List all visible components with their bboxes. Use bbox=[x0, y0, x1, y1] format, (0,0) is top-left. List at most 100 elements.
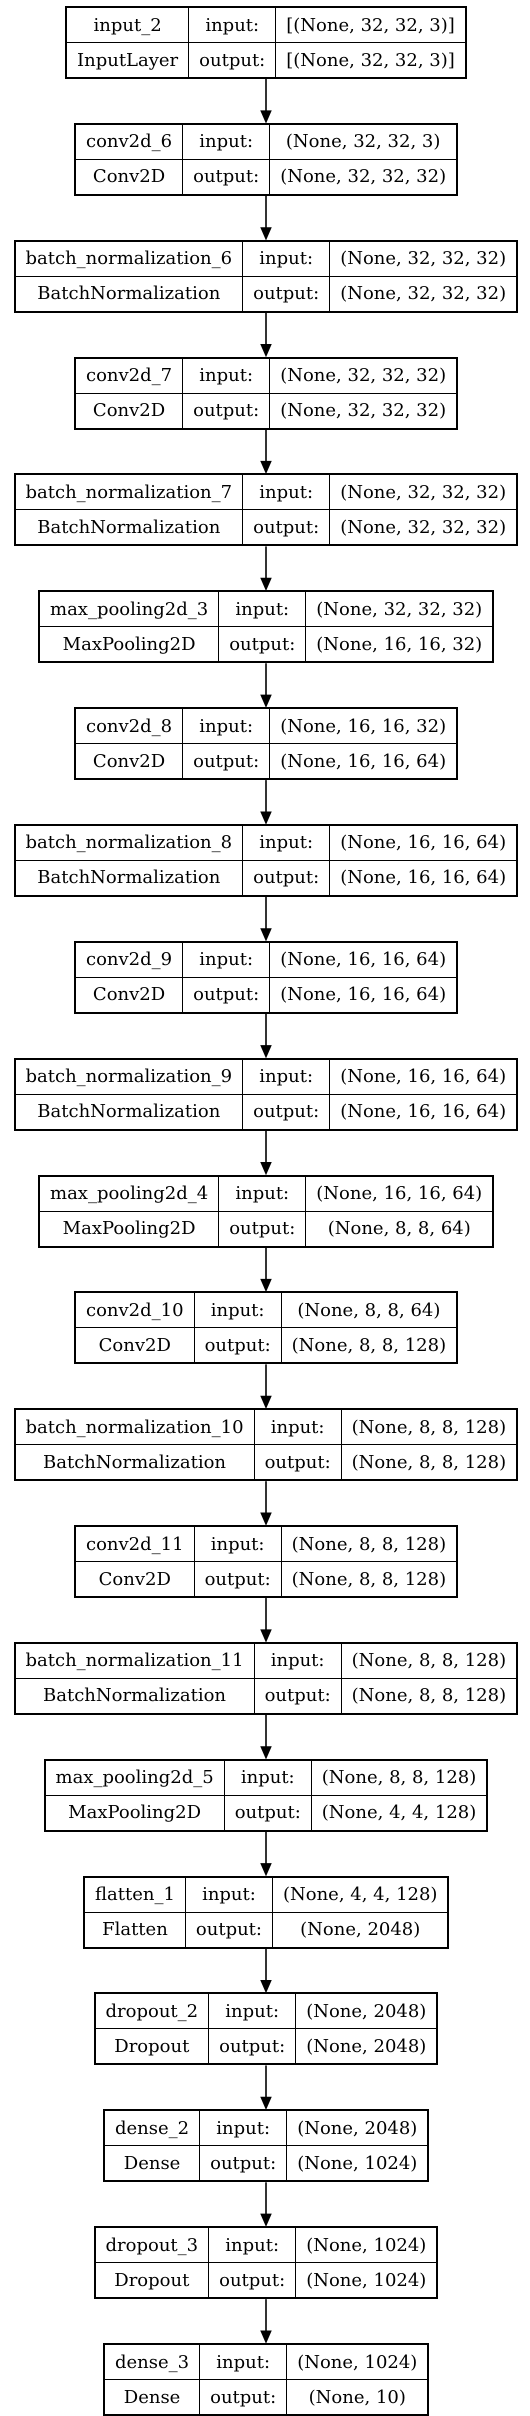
output-label: output: bbox=[242, 859, 331, 897]
arrow-head-icon bbox=[260, 577, 272, 592]
input-shape: (None, 8, 8, 64) bbox=[280, 1291, 459, 1329]
output-shape: (None, 2048) bbox=[271, 1911, 450, 1949]
input-label: input: bbox=[208, 1992, 297, 2030]
layer-name: batch_normalization_7 bbox=[13, 473, 244, 511]
arrow-head-icon bbox=[260, 110, 272, 124]
output-label: output: bbox=[218, 626, 307, 664]
layer-type: Conv2D bbox=[73, 1327, 195, 1365]
output-shape: (None, 32, 32, 32) bbox=[329, 275, 519, 313]
output-label: output: bbox=[208, 2262, 297, 2300]
arrow-head-icon bbox=[260, 1278, 272, 1293]
layer-name: conv2d_10 bbox=[73, 1291, 195, 1329]
layer-type: Conv2D bbox=[73, 1561, 195, 1599]
arrow-head-icon bbox=[260, 1045, 272, 1059]
input-label: input: bbox=[182, 940, 271, 978]
layer-name: dropout_2 bbox=[93, 1992, 210, 2030]
layer-name: dense_3 bbox=[103, 2343, 201, 2380]
output-label: output: bbox=[253, 1444, 342, 1482]
output-shape: (None, 8, 8, 128) bbox=[340, 1677, 519, 1715]
arrow-head-icon bbox=[260, 227, 272, 241]
output-label: output: bbox=[253, 1677, 342, 1715]
arrow-head-icon bbox=[260, 2213, 272, 2227]
layer-type: Conv2D bbox=[74, 158, 184, 196]
output-label: output: bbox=[199, 2145, 288, 2183]
layer-name: conv2d_9 bbox=[74, 940, 184, 978]
layer-type: BatchNormalization bbox=[13, 1093, 244, 1131]
input-shape: (None, 32, 32, 32) bbox=[329, 239, 519, 277]
output-shape: [(None, 32, 32, 3)] bbox=[275, 42, 467, 79]
input-label: input: bbox=[242, 239, 331, 277]
layer-type: BatchNormalization bbox=[13, 509, 244, 547]
input-label: input: bbox=[182, 707, 271, 745]
arrow-head-icon bbox=[260, 1746, 272, 1760]
output-label: output: bbox=[208, 2028, 297, 2066]
output-shape: (None, 1024) bbox=[295, 2262, 439, 2300]
arrow-head-icon bbox=[260, 1162, 272, 1176]
input-shape: (None, 8, 8, 128) bbox=[340, 1641, 519, 1679]
layer-name: dense_2 bbox=[103, 2109, 201, 2147]
layer-name: dropout_3 bbox=[93, 2226, 210, 2264]
arrow-head-icon bbox=[260, 2096, 272, 2111]
layer-name: max_pooling2d_3 bbox=[38, 590, 220, 628]
output-label: output: bbox=[242, 275, 331, 313]
output-label: output: bbox=[193, 1561, 282, 1599]
layer-type: Dense bbox=[103, 2379, 201, 2416]
output-label: output: bbox=[182, 976, 271, 1014]
output-shape: (None, 32, 32, 32) bbox=[329, 509, 519, 547]
arrow-head-icon bbox=[260, 811, 272, 825]
layer-name: max_pooling2d_5 bbox=[43, 1758, 225, 1796]
input-shape: (None, 16, 16, 64) bbox=[269, 940, 459, 978]
output-label: output: bbox=[182, 743, 271, 781]
input-label: input: bbox=[182, 356, 271, 394]
layer-type: BatchNormalization bbox=[13, 1444, 255, 1482]
layer-type: Dense bbox=[103, 2145, 201, 2183]
layer-type: BatchNormalization bbox=[13, 275, 244, 313]
arrow-head-icon bbox=[260, 1395, 272, 1409]
input-shape: [(None, 32, 32, 3)] bbox=[275, 6, 467, 43]
input-shape: (None, 16, 16, 64) bbox=[329, 1057, 519, 1095]
input-label: input: bbox=[242, 473, 331, 511]
layer-name: conv2d_6 bbox=[74, 122, 184, 160]
output-label: output: bbox=[182, 392, 271, 430]
arrow-head-icon bbox=[260, 1629, 272, 1643]
input-shape: (None, 32, 32, 3) bbox=[269, 122, 459, 160]
layer-name: batch_normalization_6 bbox=[13, 239, 244, 277]
input-shape: (None, 8, 8, 128) bbox=[310, 1758, 489, 1796]
arrow-head-icon bbox=[260, 2330, 272, 2344]
arrow-head-icon bbox=[260, 1863, 272, 1877]
layer-name: conv2d_7 bbox=[74, 356, 184, 394]
input-shape: (None, 8, 8, 128) bbox=[340, 1408, 519, 1446]
input-label: input: bbox=[184, 1875, 273, 1913]
output-label: output: bbox=[223, 1794, 312, 1832]
input-shape: (None, 32, 32, 32) bbox=[329, 473, 519, 511]
input-shape: (None, 32, 32, 32) bbox=[305, 590, 495, 628]
output-shape: (None, 8, 8, 128) bbox=[280, 1327, 459, 1365]
output-shape: (None, 2048) bbox=[295, 2028, 439, 2066]
input-shape: (None, 32, 32, 32) bbox=[269, 356, 459, 394]
output-label: output: bbox=[184, 1911, 273, 1949]
layer-type: Conv2D bbox=[74, 392, 184, 430]
arrow-head-icon bbox=[260, 344, 272, 358]
output-label: output: bbox=[193, 1327, 282, 1365]
output-shape: (None, 16, 16, 32) bbox=[305, 626, 495, 664]
output-shape: (None, 8, 8, 64) bbox=[305, 1210, 495, 1248]
layer-type: Dropout bbox=[93, 2028, 210, 2066]
output-shape: (None, 16, 16, 64) bbox=[269, 976, 459, 1014]
layer-name: batch_normalization_10 bbox=[13, 1408, 255, 1446]
input-label: input: bbox=[223, 1758, 312, 1796]
arrow-head-icon bbox=[260, 1512, 272, 1526]
input-shape: (None, 4, 4, 128) bbox=[271, 1875, 450, 1913]
